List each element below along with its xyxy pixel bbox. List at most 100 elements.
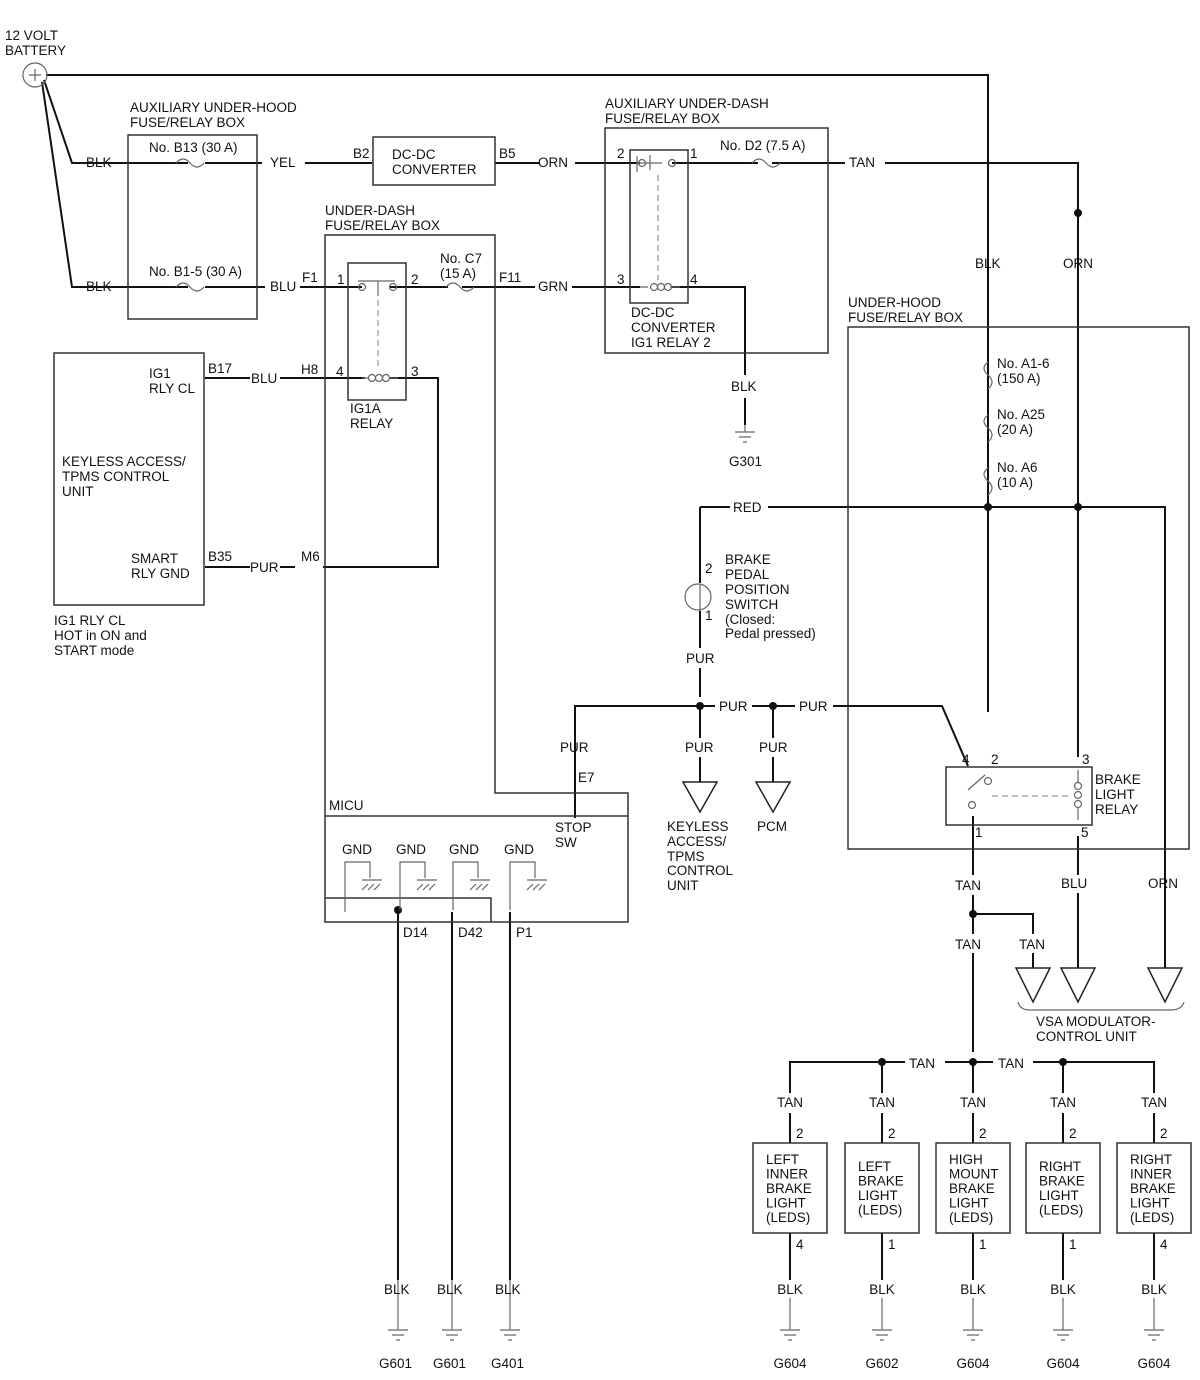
light-1-label-4: LIGHT (766, 1196, 806, 1211)
brake-light-boxes: TAN24LEFTINNERBRAKELIGHT(LEDS)BLKG604TAN… (752, 1095, 1192, 1371)
light-1-ground-symbol (780, 1298, 800, 1341)
light-3-wire-tan: TAN (960, 1095, 986, 1110)
pin-4-brake-relay: 4 (962, 752, 970, 767)
fuse-d2 (751, 158, 781, 168)
fuse-a6-label-1: No. A6 (997, 460, 1038, 475)
light-3-label-4: LIGHT (949, 1196, 989, 1211)
ground-g601-b: G601 (433, 1356, 466, 1371)
light-5-pin-top: 2 (1160, 1126, 1168, 1141)
vsa-blu-triangle (1059, 967, 1097, 1004)
vsa-label-2: CONTROL UNIT (1036, 1029, 1137, 1044)
wire-blu-2: BLU (251, 371, 277, 386)
light-3-label-1: HIGH (949, 1152, 983, 1167)
fuse-a16 (983, 361, 993, 390)
switch-label-6: Pedal pressed) (725, 626, 816, 641)
pin-p1: P1 (516, 925, 533, 940)
labels: 12 VOLT BATTERY AUXILIARY UNDER-HOOD FUS… (5, 28, 1178, 1371)
pin-d42: D42 (458, 925, 483, 940)
pin-4-ig1a: 4 (336, 364, 344, 379)
wire-pur-m6: PUR (250, 560, 279, 575)
micu-gnd-3: GND (449, 842, 479, 857)
light-3-pin-top: 2 (979, 1126, 987, 1141)
dest-pcm: PCM (757, 819, 787, 834)
pin-1-switch: 1 (705, 608, 713, 623)
dcdc-relay-label-2: CONVERTER (631, 320, 716, 335)
light-3-box (935, 1142, 1011, 1234)
light-4-label-3: LIGHT (1039, 1188, 1079, 1203)
keyless-ig1-2: RLY CL (149, 381, 196, 396)
keyless-dest-triangle (681, 781, 719, 814)
light-2-label-2: BRAKE (858, 1174, 904, 1189)
light-2-pin-bottom: 1 (888, 1237, 896, 1252)
wire-pur-pcm: PUR (759, 740, 788, 755)
splice-dots (394, 209, 1082, 1066)
pin-4-auxdash: 4 (690, 272, 698, 287)
fuse-b15 (175, 282, 205, 292)
light-4-ground: G604 (1046, 1356, 1080, 1371)
light-3-wire-blk: BLK (960, 1282, 986, 1297)
wire-blk-2: BLK (86, 279, 112, 294)
light-5-ground: G604 (1137, 1356, 1171, 1371)
wire-pur-h2: PUR (799, 699, 828, 714)
wire-tan-bus-right: TAN (998, 1056, 1024, 1071)
micu-gnd-4: GND (504, 842, 534, 857)
fuse-a25 (983, 414, 993, 443)
dest-keyless-5: UNIT (667, 878, 699, 893)
fuse-a16-label-1: No. A1-6 (997, 356, 1050, 371)
vsa-label-1: VSA MODULATOR- (1036, 1014, 1156, 1029)
micu-ground-bar (325, 897, 492, 922)
micu-gnd-2: GND (396, 842, 426, 857)
micu-stop-2: SW (555, 835, 577, 850)
underdash-label-1: UNDER-DASH (325, 203, 415, 218)
switch-label-2: PEDAL (725, 567, 770, 582)
light-5-ground-symbol (1144, 1298, 1164, 1341)
wire-orn-1: ORN (538, 155, 568, 170)
wire-pur-micu: PUR (560, 740, 589, 755)
battery-label-1: 12 VOLT (5, 28, 58, 43)
light-4-ground-symbol (1053, 1298, 1073, 1341)
light-2-wire-blk: BLK (869, 1282, 895, 1297)
switch-label-4: SWITCH (725, 597, 778, 612)
keyless-name-3: UNIT (62, 484, 94, 499)
aux-hood-label-1: AUXILIARY UNDER-HOOD (130, 100, 297, 115)
pin-b35: B35 (208, 549, 232, 564)
light-1-ground: G604 (773, 1356, 807, 1371)
light-3-pin-bottom: 1 (979, 1237, 987, 1252)
pin-1-brake-relay: 1 (975, 825, 983, 840)
aux-dash-label-1: AUXILIARY UNDER-DASH (605, 96, 769, 111)
ground-symbols (388, 425, 755, 1341)
light-1-label-3: BRAKE (766, 1181, 812, 1196)
fuse-a6-label-2: (10 A) (997, 475, 1033, 490)
light-3-label-3: BRAKE (949, 1181, 995, 1196)
pin-2-auxdash: 2 (617, 146, 625, 161)
switch-label-3: POSITION (725, 582, 790, 597)
pin-1-auxdash: 1 (690, 146, 698, 161)
aux-underhood-box (127, 134, 258, 320)
light-5-wire-tan: TAN (1141, 1095, 1167, 1110)
fuse-c7-label-1: No. C7 (440, 251, 482, 266)
light-4-label-4: (LEDS) (1039, 1203, 1083, 1218)
dcdc-relay-label-3: IG1 RELAY 2 (631, 335, 711, 350)
pin-2-switch: 2 (705, 561, 713, 576)
light-2-box (844, 1142, 920, 1234)
terminals (357, 158, 993, 810)
fuse-b15-label: No. B1-5 (30 A) (149, 264, 242, 279)
pin-3-auxdash: 3 (617, 272, 625, 287)
pin-2-brake-relay: 2 (991, 752, 999, 767)
brake-relay-label-2: LIGHT (1095, 787, 1135, 802)
light-1-label-2: INNER (766, 1167, 808, 1182)
keyless-name-1: KEYLESS ACCESS/ (62, 454, 186, 469)
battery-symbol (22, 62, 48, 88)
dcdc-ig1-relay-2 (629, 149, 689, 304)
light-wires (789, 1113, 1155, 1280)
fuse-a16-label-2: (150 A) (997, 371, 1041, 386)
brake-pedal-switch-symbol (684, 583, 712, 611)
wire-orn-right: ORN (1063, 256, 1093, 271)
underhood-box (847, 326, 1190, 850)
fuse-d2-label: No. D2 (7.5 A) (720, 138, 806, 153)
light-1-box (752, 1142, 828, 1234)
pin-5-brake-relay: 5 (1081, 825, 1089, 840)
light-2-pin-top: 2 (888, 1126, 896, 1141)
light-3-ground: G604 (956, 1356, 990, 1371)
